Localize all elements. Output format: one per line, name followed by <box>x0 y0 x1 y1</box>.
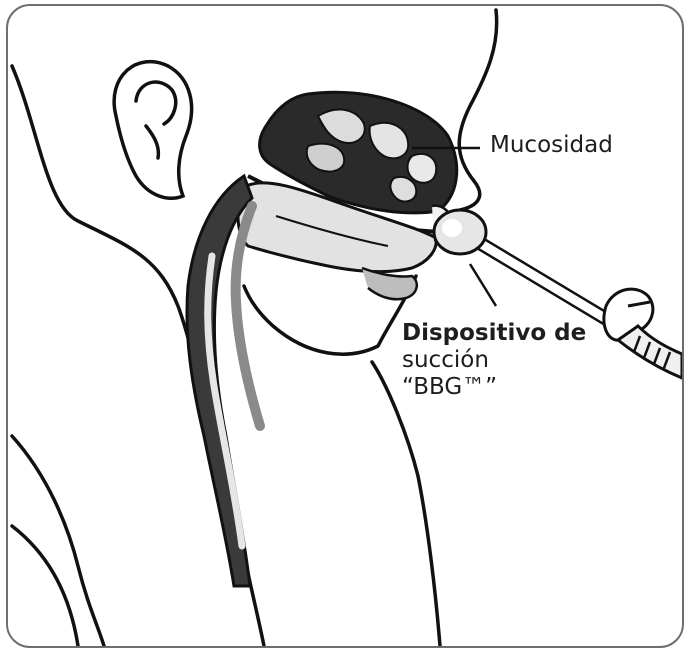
illustration-frame: Mucosidad Dispositivo de succión “BBG™” <box>6 4 684 648</box>
shoulder-inner-outline <box>12 526 78 646</box>
device-label-line1: Dispositivo de <box>402 320 586 347</box>
device-label: Dispositivo de succión “BBG™” <box>402 320 586 401</box>
shoulder-outline <box>12 436 104 646</box>
face-profile-outline <box>459 10 496 210</box>
suction-tube <box>618 326 682 378</box>
ear <box>114 62 191 199</box>
device-label-line3: “BBG™” <box>402 374 586 401</box>
mucus-label: Mucosidad <box>490 132 613 159</box>
head-back-outline <box>12 66 264 646</box>
device-label-line2: succión <box>402 347 586 374</box>
throat-outline <box>372 362 440 646</box>
